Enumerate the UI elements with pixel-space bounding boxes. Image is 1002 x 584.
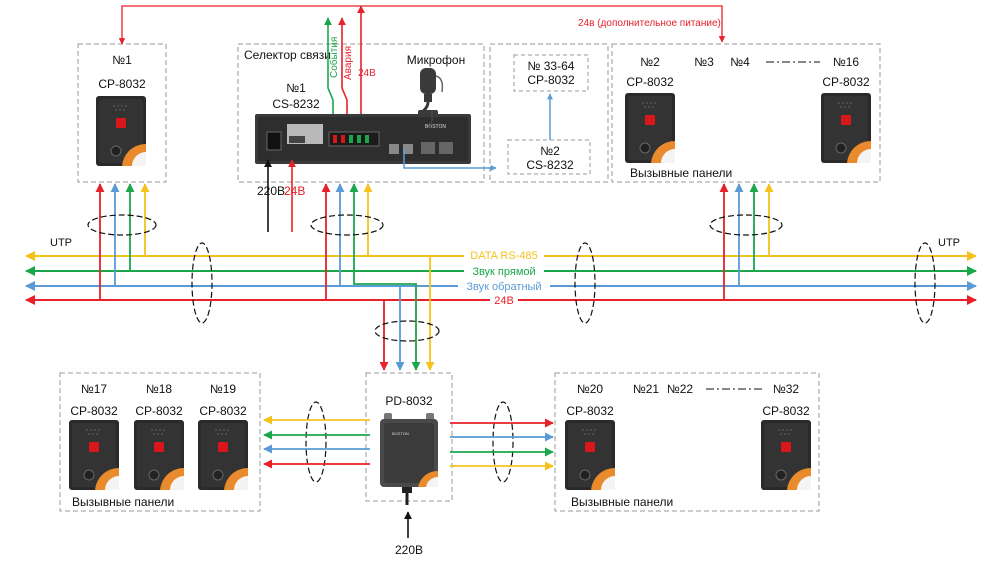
expansion-group: № 33-64 CP-8032 №2 CS-8232 bbox=[526, 59, 575, 172]
pd-group: PD-8032 BOSTON 220В bbox=[380, 394, 438, 557]
br-model-left: CP-8032 bbox=[566, 404, 614, 418]
box-expansion-top bbox=[513, 54, 589, 92]
br-model-right: CP-8032 bbox=[762, 404, 810, 418]
drop-pd-green bbox=[353, 271, 421, 371]
selector-group: Селектор связи №1 CS-8232 Микрофон Событ… bbox=[244, 5, 497, 232]
utp-label-left: UTP bbox=[50, 237, 72, 249]
bl-panel-17-number: №17 bbox=[81, 382, 108, 396]
br-label-21: №21 bbox=[633, 382, 660, 396]
tr-label-3: №3 bbox=[694, 55, 714, 69]
device-boxes bbox=[59, 43, 881, 512]
microphone-label: Микрофон bbox=[407, 53, 465, 67]
main-bus: DATA RS-485 Звук прямой Звук обратный 24… bbox=[25, 237, 977, 307]
selector-title: Селектор связи bbox=[244, 48, 331, 62]
bl-panel-19-model: CP-8032 bbox=[199, 404, 247, 418]
bundle-ellipse-8 bbox=[305, 401, 327, 483]
bl-panel-18-number: №18 bbox=[146, 382, 173, 396]
svg-text:BOSTON: BOSTON bbox=[425, 124, 446, 130]
bus-label-24v: 24В bbox=[494, 295, 514, 307]
br-label-20: №20 bbox=[577, 382, 604, 396]
bl-panel-19-device bbox=[198, 420, 248, 490]
top-feed-line bbox=[118, 5, 726, 45]
tr-label-4: №4 bbox=[730, 55, 750, 69]
tr-label-16: №16 bbox=[833, 55, 860, 69]
selector-device: BOSTON bbox=[255, 114, 471, 164]
drops-pd bbox=[353, 256, 435, 371]
expansion-bottom-number: №2 bbox=[540, 144, 560, 158]
bl-panel-17-device bbox=[69, 420, 119, 490]
br-panel-left-device bbox=[565, 420, 615, 490]
bundle-ellipse-2 bbox=[310, 214, 384, 236]
tr-panel-right-device bbox=[821, 93, 871, 163]
selector-to-expansion-line bbox=[403, 148, 497, 171]
panel-1-group: №1 CP-8032 bbox=[96, 53, 146, 166]
expansion-top-model: CP-8032 bbox=[527, 73, 575, 87]
tr-panel-left-device bbox=[625, 93, 675, 163]
bundle-ellipse-1 bbox=[87, 214, 157, 236]
expansion-top-number: № 33-64 bbox=[528, 59, 575, 73]
selector-24v-vertical-label: 24В bbox=[358, 68, 376, 79]
power-24-label: 24В bbox=[284, 184, 305, 198]
drops-panel-1 bbox=[95, 183, 150, 300]
box-top-right-panels bbox=[611, 43, 881, 183]
tr-model-right: CP-8032 bbox=[822, 75, 870, 89]
selector-alarm-label: Авария bbox=[343, 46, 354, 80]
expansion-bottom-model: CS-8232 bbox=[526, 158, 574, 172]
bundle-ellipse-9 bbox=[492, 401, 514, 483]
selector-event-label: События bbox=[328, 37, 340, 78]
panel-1-device bbox=[96, 96, 146, 166]
bundle-ellipse-7 bbox=[374, 320, 440, 342]
pd-right-lines bbox=[450, 418, 554, 471]
br-panel-right-device bbox=[761, 420, 811, 490]
br-footer: Вызывные панели bbox=[571, 495, 673, 509]
drops-selector bbox=[321, 183, 373, 300]
cable-bundle-marks bbox=[87, 214, 936, 483]
top-feed-label: 24в (дополнительное питание) bbox=[578, 18, 721, 29]
bundle-ellipse-3 bbox=[709, 214, 783, 236]
bus-label-data: DATA RS-485 bbox=[470, 250, 537, 262]
bl-panel-18-model: CP-8032 bbox=[135, 404, 183, 418]
tr-label-2: №2 bbox=[640, 55, 660, 69]
bl-footer: Вызывные панели bbox=[72, 495, 174, 509]
pd-model: PD-8032 bbox=[385, 394, 433, 408]
selector-model: CS-8232 bbox=[272, 97, 320, 111]
pd-power-label: 220В bbox=[395, 543, 423, 557]
br-label-22: №22 bbox=[667, 382, 694, 396]
bottom-right-group: №20 №21 №22 №32 CP-8032 CP-8032 Вызывные… bbox=[565, 382, 811, 509]
bundle-ellipse-5 bbox=[574, 242, 596, 324]
box-pd bbox=[365, 372, 453, 502]
svg-text:BOSTON: BOSTON bbox=[392, 431, 409, 436]
utp-label-right: UTP bbox=[938, 237, 960, 249]
box-bottom-left-panels bbox=[59, 372, 261, 512]
bus-label-sound-direct: Звук прямой bbox=[472, 266, 535, 278]
drops-top-right bbox=[719, 183, 774, 300]
bundle-ellipse-4 bbox=[191, 242, 213, 324]
microphone-icon bbox=[418, 68, 444, 116]
bl-panel-19-number: №19 bbox=[210, 382, 237, 396]
selector-number: №1 bbox=[286, 81, 306, 95]
box-bottom-right-panels bbox=[554, 372, 820, 512]
br-label-32: №32 bbox=[773, 382, 800, 396]
panel-1-number: №1 bbox=[112, 53, 132, 67]
mic-cable bbox=[429, 110, 433, 129]
tr-footer: Вызывные панели bbox=[630, 166, 732, 180]
top-right-group: №2 №3 №4 №16 CP-8032 CP-8032 Вызывные па… bbox=[625, 55, 871, 180]
bl-panel-17-model: CP-8032 bbox=[70, 404, 118, 418]
tr-model-left: CP-8032 bbox=[626, 75, 674, 89]
top-24v-feed: 24в (дополнительное питание) bbox=[118, 5, 726, 45]
pd-device: BOSTON bbox=[380, 413, 438, 505]
bus-label-sound-return: Звук обратный bbox=[466, 281, 541, 293]
panel-1-model: CP-8032 bbox=[98, 77, 146, 91]
bundle-ellipse-6 bbox=[914, 242, 936, 324]
box-expansion-bottom bbox=[507, 139, 591, 175]
power-220-label: 220В bbox=[257, 184, 285, 198]
bl-panel-18-device bbox=[134, 420, 184, 490]
pd-left-lines bbox=[263, 415, 370, 469]
bottom-left-group: №17 №18 №19 CP-8032 CP-8032 CP-8032 bbox=[69, 382, 248, 509]
